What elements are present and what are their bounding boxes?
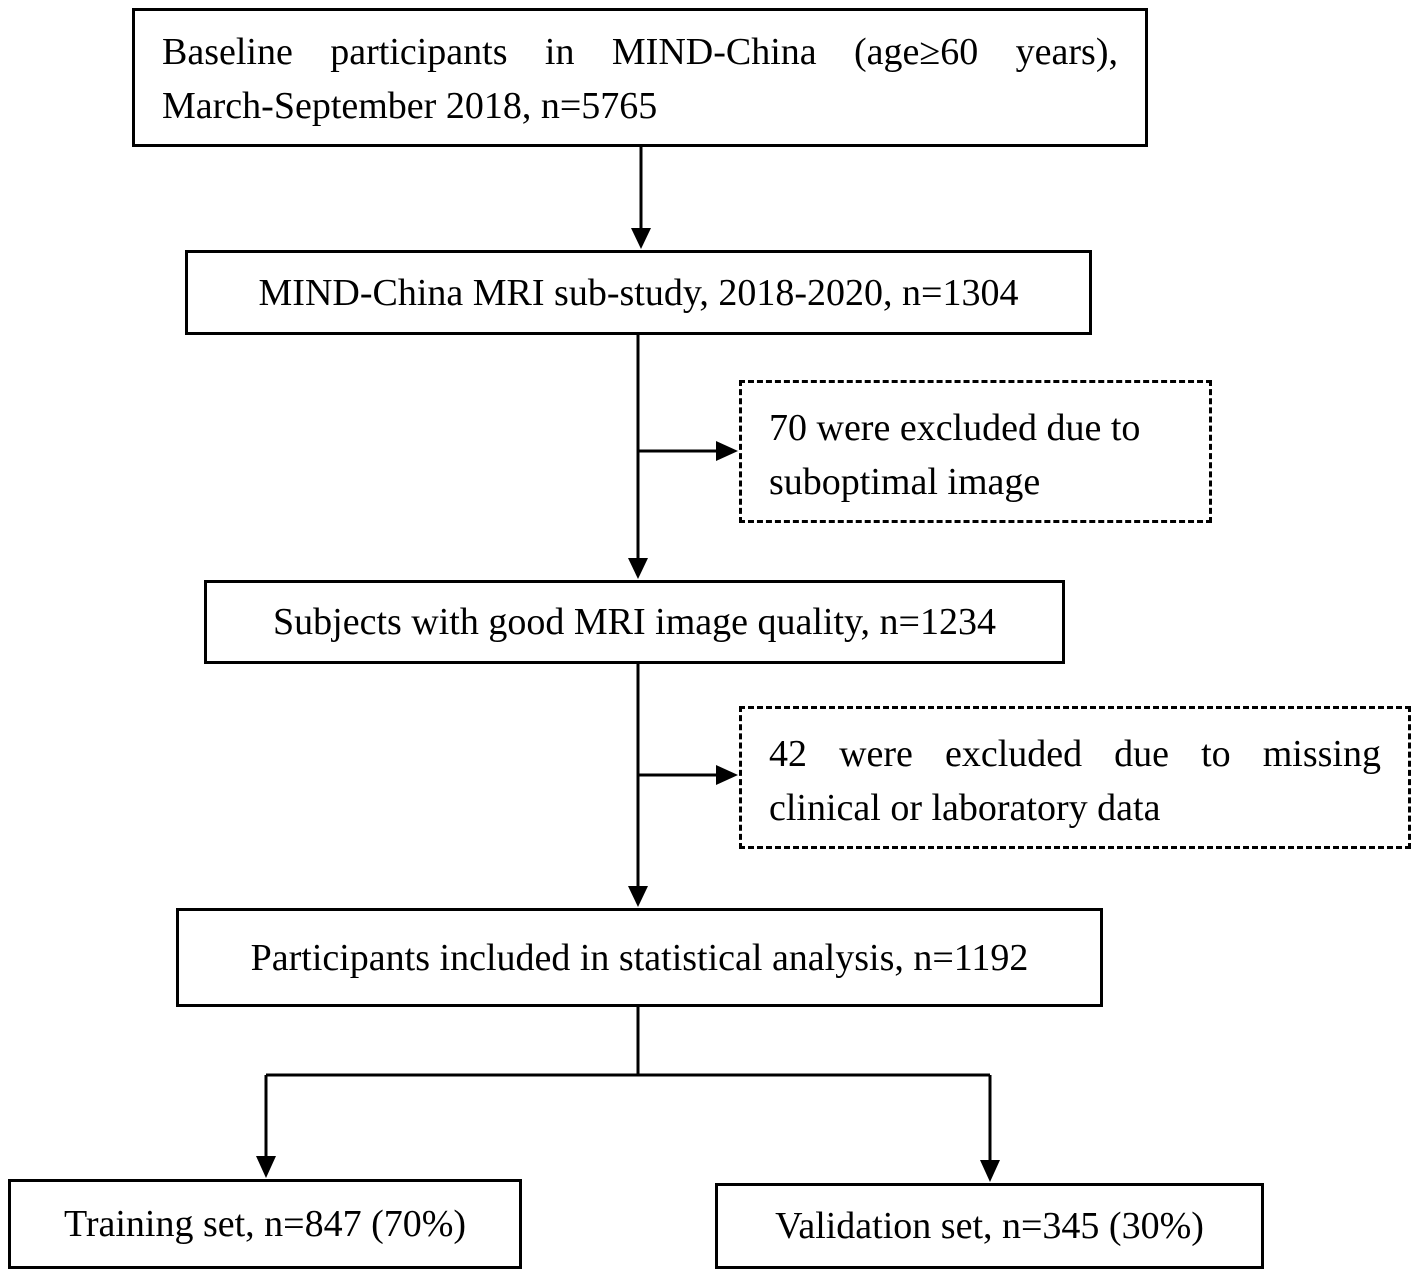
- training-set-text: Training set, n=847 (70%): [63, 1203, 467, 1245]
- training-set-box: Training set, n=847 (70%): [8, 1179, 522, 1269]
- baseline-line-2: March-September 2018, n=5765: [162, 85, 658, 127]
- arrowhead-validation: [980, 1160, 1000, 1182]
- exclusion2-line-2: clinical or laboratory data: [769, 787, 1161, 829]
- mri-substudy-text: MIND-China MRI sub-study, 2018-2020, n=1…: [258, 271, 1019, 314]
- good-image-quality-text: Subjects with good MRI image quality, n=…: [273, 601, 996, 643]
- exclusion-suboptimal-image-box: 70 were excluded due to suboptimal image: [739, 380, 1212, 523]
- arrowhead-exclusion1: [716, 441, 738, 461]
- arrowhead-training: [256, 1156, 276, 1178]
- statistical-analysis-box: Participants included in statistical ana…: [176, 908, 1103, 1007]
- statistical-analysis-text: Participants included in statistical ana…: [250, 936, 1029, 979]
- exclusion2-line-1: 42 were excluded due to missing: [769, 733, 1381, 775]
- arrowhead-exclusion2: [716, 765, 738, 785]
- validation-set-box: Validation set, n=345 (30%): [715, 1183, 1264, 1269]
- good-image-quality-box: Subjects with good MRI image quality, n=…: [204, 580, 1065, 664]
- mri-substudy-box: MIND-China MRI sub-study, 2018-2020, n=1…: [185, 250, 1092, 335]
- arrowhead-mri: [631, 228, 651, 249]
- exclusion1-line-1: 70 were excluded due to: [769, 407, 1141, 449]
- validation-set-text: Validation set, n=345 (30%): [775, 1205, 1204, 1247]
- exclusion-missing-data-box: 42 were excluded due to missing clinical…: [739, 706, 1411, 849]
- exclusion1-line-2: suboptimal image: [769, 461, 1041, 503]
- baseline-line-1: Baseline participants in MIND-China (age…: [162, 31, 1118, 73]
- baseline-participants-box: Baseline participants in MIND-China (age…: [132, 8, 1148, 147]
- arrowhead-quality: [628, 558, 648, 579]
- arrowhead-analysis: [628, 886, 648, 907]
